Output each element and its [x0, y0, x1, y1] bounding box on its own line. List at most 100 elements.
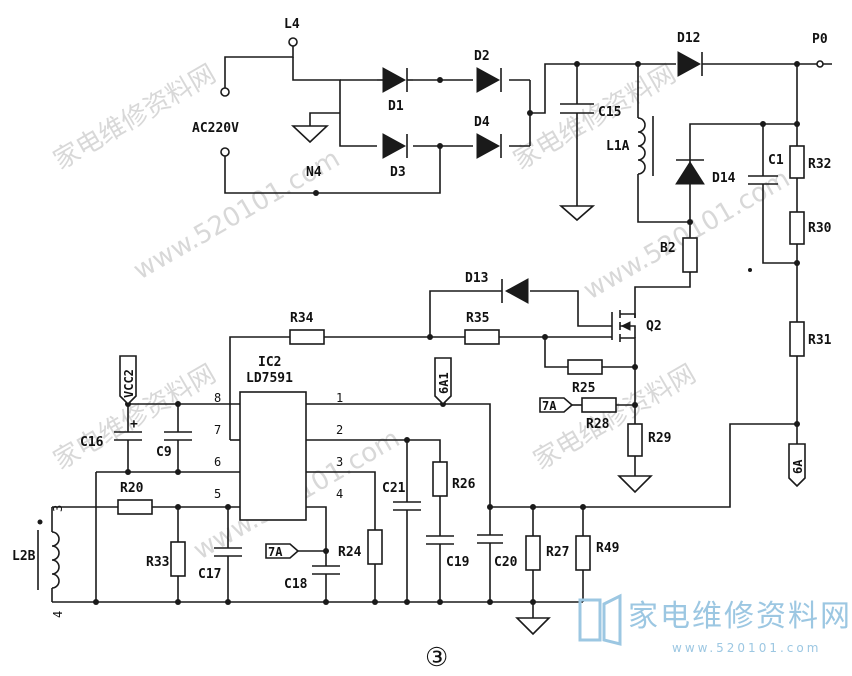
terminal-ac-top	[220, 87, 230, 97]
diode-d4: D4	[474, 115, 502, 159]
label-c1: C1	[768, 153, 784, 168]
label-r30: R30	[808, 221, 832, 236]
resistor-r29	[627, 423, 643, 457]
label-p0: P0	[812, 32, 828, 47]
bead-b2	[682, 237, 698, 273]
label-r49: R49	[596, 541, 619, 556]
resistor-r26	[432, 461, 448, 497]
label-r32: R32	[808, 157, 831, 172]
ic2-ld7591	[239, 391, 307, 521]
pin-4: 4	[336, 487, 343, 501]
l2b-pin-bottom: 4	[51, 611, 65, 618]
ac-input-section: L4 AC220V N4 D1 D2	[192, 17, 533, 196]
label-r35: R35	[466, 311, 489, 326]
label-ld7591: LD7591	[246, 371, 293, 386]
label-r28: R28	[586, 417, 610, 432]
resistor-r27	[525, 535, 541, 571]
brand-url: www.520101.com	[672, 641, 821, 655]
label-c21: C21	[382, 481, 406, 496]
ground-r29-icon	[617, 475, 653, 494]
label-r31: R31	[808, 333, 832, 348]
label-d3: D3	[390, 165, 406, 180]
label-n4: N4	[306, 165, 322, 180]
label-6a1: 6A1	[437, 372, 451, 394]
background-watermarks: 家电维修资料网 家电维修资料网 www.520101.com www.52010…	[49, 59, 796, 566]
switch-section: Q2 D13 R34 R35 R25 7A R28	[229, 271, 671, 494]
label-b2: B2	[660, 241, 676, 256]
figure-number: ③	[425, 643, 448, 673]
inductor-l1a	[637, 117, 646, 175]
label-r29: R29	[648, 431, 671, 446]
pin-3: 3	[336, 455, 343, 469]
resistor-r35	[464, 329, 500, 345]
resistor-r28	[581, 397, 617, 413]
pin-8: 8	[214, 391, 221, 405]
label-ac220v: AC220V	[192, 121, 239, 136]
resistor-r33	[170, 541, 186, 577]
label-r26: R26	[452, 477, 476, 492]
diode-d1: D1	[377, 67, 413, 114]
pin-5: 5	[214, 487, 221, 501]
ground-c15-icon	[558, 205, 596, 222]
label-c16: C16	[80, 435, 104, 450]
label-c15: C15	[598, 105, 621, 120]
label-l1a: L1A	[606, 139, 630, 154]
ground-main-icon	[515, 617, 551, 636]
tag-7a-pin4	[265, 543, 300, 559]
label-7a-pin4: 7A	[268, 545, 283, 559]
terminal-l4	[288, 37, 298, 47]
label-d4: D4	[474, 115, 490, 130]
mosfet-q2: Q2	[611, 310, 662, 364]
resistor-r31	[789, 321, 805, 357]
watermark-cn-1: 家电维修资料网	[49, 59, 222, 176]
label-r20: R20	[120, 481, 144, 496]
label-d13: D13	[465, 271, 488, 286]
tag-6a	[788, 443, 806, 488]
resistor-r20	[117, 499, 153, 515]
label-r27: R27	[546, 545, 569, 560]
brand-logo: 家电维修资料网 www.520101.com	[578, 593, 852, 655]
resistor-r30	[789, 211, 805, 245]
controller-section: IC2 LD7591 8 7 6 5 1 2 3 4 VCC2 + C16	[12, 355, 619, 636]
label-c17: C17	[198, 567, 221, 582]
resistor-r49	[575, 535, 591, 571]
label-r34: R34	[290, 311, 314, 326]
ground-bridge-icon	[290, 125, 330, 144]
label-d14: D14	[712, 171, 736, 186]
label-ic2: IC2	[258, 355, 281, 370]
pin-6: 6	[214, 455, 221, 469]
resistor-r24	[367, 529, 383, 565]
inductor-l2b: L2B 3 4	[12, 505, 65, 618]
label-r24: R24	[338, 545, 362, 560]
label-r33: R33	[146, 555, 169, 570]
pin-7: 7	[214, 423, 221, 437]
diode-d2: D2	[474, 49, 502, 93]
terminal-p0	[816, 60, 824, 68]
label-d12: D12	[677, 31, 700, 46]
resistor-r34	[289, 329, 325, 345]
resistor-r25	[567, 359, 603, 375]
label-6a: 6A	[791, 459, 805, 474]
label-d1: D1	[388, 99, 404, 114]
diode-d12: D12	[677, 31, 703, 77]
label-c16-plus: +	[130, 417, 138, 432]
l2b-pin-top: 3	[51, 505, 65, 512]
diode-d14: D14	[675, 159, 736, 186]
brand-name: 家电维修资料网	[628, 599, 852, 634]
diode-d3: D3	[382, 133, 408, 180]
pin-2: 2	[336, 423, 343, 437]
tag-6a1	[434, 357, 452, 406]
label-7a-r28: 7A	[542, 399, 557, 413]
tag-vcc2	[119, 355, 137, 406]
diode-d13: D13	[465, 271, 529, 304]
watermark-cn-4: 家电维修资料网	[529, 359, 702, 476]
label-vcc2: VCC2	[122, 369, 136, 398]
label-c18: C18	[284, 577, 308, 592]
label-q2: Q2	[646, 319, 662, 334]
label-l4: L4	[284, 17, 300, 32]
resistor-r32	[789, 145, 805, 179]
label-c9: C9	[156, 445, 172, 460]
label-c20: C20	[494, 555, 518, 570]
label-r25: R25	[572, 381, 595, 396]
